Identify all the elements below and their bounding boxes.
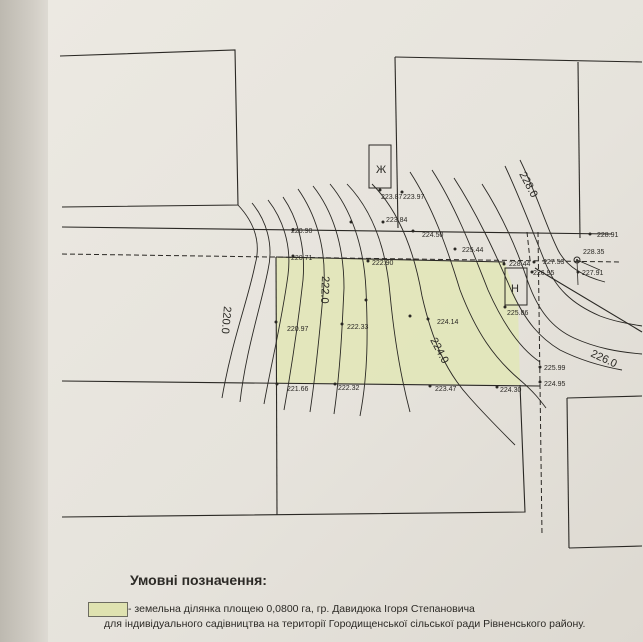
contour-line bbox=[504, 165, 643, 327]
elevation-label: 226.95 bbox=[533, 270, 555, 277]
dashed-vertical-east-2 bbox=[526, 231, 531, 261]
dashed-boundaries bbox=[61, 231, 621, 536]
contour-lines bbox=[221, 159, 643, 446]
right-vertical-boundary bbox=[577, 61, 581, 239]
contour-label: 220.0 bbox=[219, 306, 233, 334]
parcel-bottom-right-left-edge bbox=[566, 397, 570, 549]
elevation-label: 222.90 bbox=[372, 260, 394, 267]
contour-label: 228.0 bbox=[516, 170, 540, 200]
contour-line bbox=[297, 188, 325, 413]
land-plot-area bbox=[276, 257, 520, 385]
contour-label: 226.0 bbox=[589, 348, 619, 371]
elevation-label: 223.97 bbox=[403, 194, 425, 201]
binding-shadow bbox=[0, 0, 56, 642]
elevation-label: 225.86 bbox=[507, 310, 529, 317]
contour-line bbox=[453, 177, 623, 371]
contour-line bbox=[481, 183, 643, 355]
elevation-label: 223.84 bbox=[386, 217, 408, 224]
contour-line bbox=[312, 185, 345, 415]
elevation-label: 227.91 bbox=[582, 270, 604, 277]
elevation-label: 224.50 bbox=[422, 232, 444, 239]
contour-line bbox=[239, 202, 271, 403]
contour-line bbox=[263, 199, 290, 405]
parcel-top-right-left-edge bbox=[394, 56, 399, 229]
spot-points bbox=[274, 188, 592, 389]
elevation-label: 225.44 bbox=[462, 247, 484, 254]
elevation-label: 222.32 bbox=[338, 385, 360, 392]
legend-description-line1: - земельна ділянка площею 0,0800 га, гр.… bbox=[128, 603, 475, 615]
dashed-road-south bbox=[61, 253, 621, 263]
contour-line bbox=[519, 159, 606, 283]
building-n-outline bbox=[504, 267, 528, 306]
elevation-label: 223.87 bbox=[381, 194, 403, 201]
contour-line bbox=[346, 183, 411, 413]
dashed-vertical-east bbox=[537, 231, 543, 536]
elevation-label: 220.71 bbox=[291, 255, 313, 262]
parcel-west-boundary bbox=[275, 256, 278, 516]
elevation-label: 228.91 bbox=[597, 232, 619, 239]
contour-line bbox=[371, 183, 516, 446]
elevation-label: 222.33 bbox=[347, 324, 369, 331]
parcel-top-left bbox=[59, 49, 239, 208]
parcel-south-boundary bbox=[61, 380, 541, 387]
contour-line bbox=[282, 196, 304, 411]
legend-land-plot-swatch bbox=[88, 602, 128, 617]
elevation-label: 228.44 bbox=[509, 261, 531, 268]
contour-line bbox=[409, 171, 547, 409]
legend-title: Умовні позначення: bbox=[130, 572, 267, 588]
elevation-label: 224.95 bbox=[544, 381, 566, 388]
arrow-line-icon bbox=[576, 259, 601, 271]
building-zh-label: Ж bbox=[376, 164, 386, 176]
contour-line bbox=[431, 169, 541, 363]
legend-description-line2: для індивідуального садівництва на терит… bbox=[104, 618, 586, 630]
elevation-label: 228.35 bbox=[583, 249, 605, 256]
elevation-label: 227.53 bbox=[543, 259, 565, 266]
building-zh-outline bbox=[368, 144, 392, 189]
elevation-label: 220.90 bbox=[291, 228, 313, 235]
road-north-edge bbox=[61, 226, 613, 235]
contour-line bbox=[221, 204, 258, 399]
elevation-label: 224.30 bbox=[500, 387, 522, 394]
elevation-label: 223.47 bbox=[435, 386, 457, 393]
elevation-label: 224.14 bbox=[437, 319, 459, 326]
elevation-label: 220.97 bbox=[287, 326, 309, 333]
elevation-label: 225.99 bbox=[544, 365, 566, 372]
parcel-top-right bbox=[394, 56, 643, 63]
spot-elevation-labels: 223.87 223.97 223.84 220.90 224.50 225.4… bbox=[287, 194, 619, 394]
parcel-bottom-right-base bbox=[568, 545, 643, 549]
contour-line bbox=[329, 183, 368, 417]
parcel-bottom bbox=[61, 384, 526, 518]
parcel-bottom-right bbox=[566, 395, 643, 399]
building-n-label: Н bbox=[511, 283, 519, 295]
elevation-label: 221.66 bbox=[287, 386, 309, 393]
contour-label: 222.0 bbox=[318, 276, 331, 304]
